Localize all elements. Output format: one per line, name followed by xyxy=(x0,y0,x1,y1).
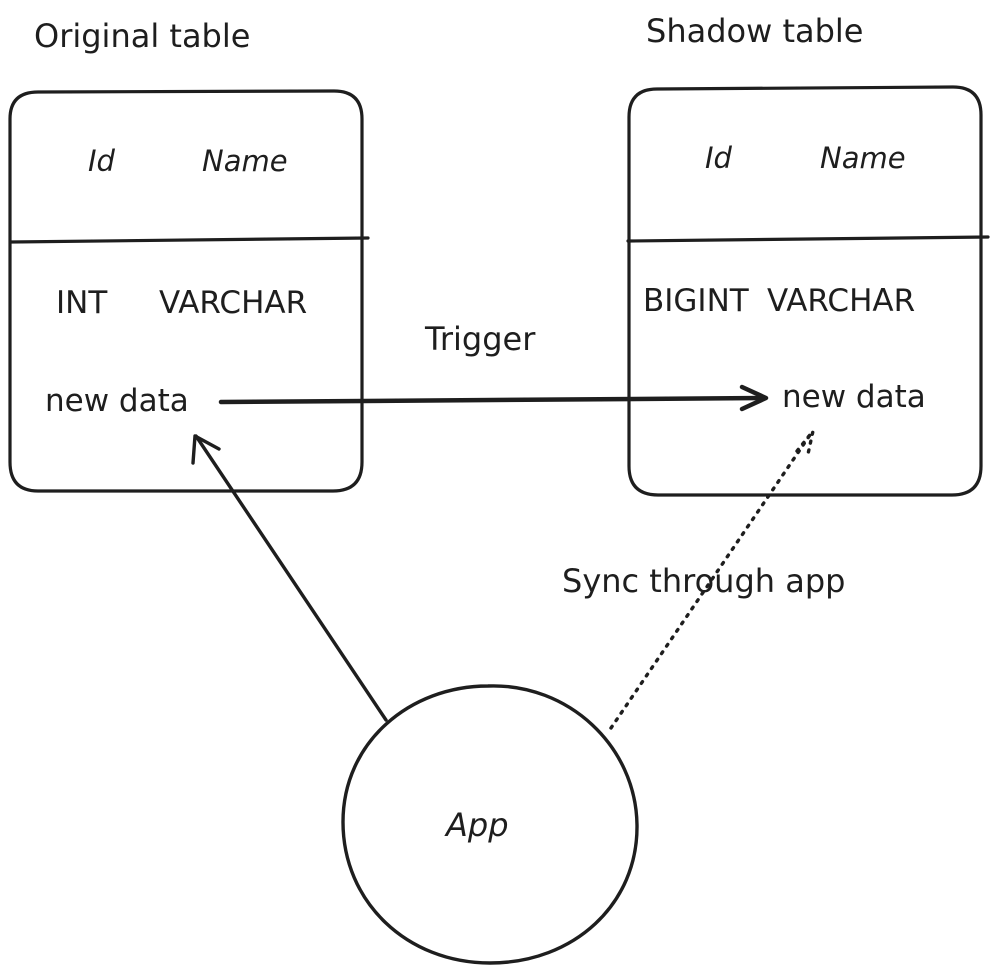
shadow-table-divider xyxy=(626,235,990,243)
shadow-col-id: Id xyxy=(705,141,733,175)
shadow-table-title: Shadow table xyxy=(646,12,863,50)
original-table-box xyxy=(8,89,364,493)
shadow-row-new-data: new data xyxy=(782,379,926,415)
original-type-id: INT xyxy=(56,285,108,321)
trigger-arrow xyxy=(218,384,769,412)
app-node: App xyxy=(341,684,639,965)
original-type-name: VARCHAR xyxy=(159,285,307,321)
original-table-divider xyxy=(9,236,370,244)
original-col-name: Name xyxy=(202,144,288,178)
original-row-new-data: new data xyxy=(45,383,189,419)
sync-dotted-line xyxy=(609,429,815,730)
trigger-label: Trigger xyxy=(424,320,536,358)
shadow-type-id: BIGINT xyxy=(643,283,750,319)
app-circle xyxy=(341,684,639,965)
shadow-table-box xyxy=(627,85,983,497)
shadow-type-name: VARCHAR xyxy=(767,283,915,319)
sync-label: Sync through app xyxy=(562,562,845,600)
original-col-id: Id xyxy=(88,144,116,178)
original-table: Id Name INT VARCHAR new data xyxy=(8,89,370,493)
shadow-table: Id Name BIGINT VARCHAR new data xyxy=(626,85,990,497)
original-table-title: Original table xyxy=(34,17,250,55)
shadow-col-name: Name xyxy=(820,141,906,175)
app-label: App xyxy=(444,806,509,844)
app-to-original-arrow xyxy=(191,434,388,722)
